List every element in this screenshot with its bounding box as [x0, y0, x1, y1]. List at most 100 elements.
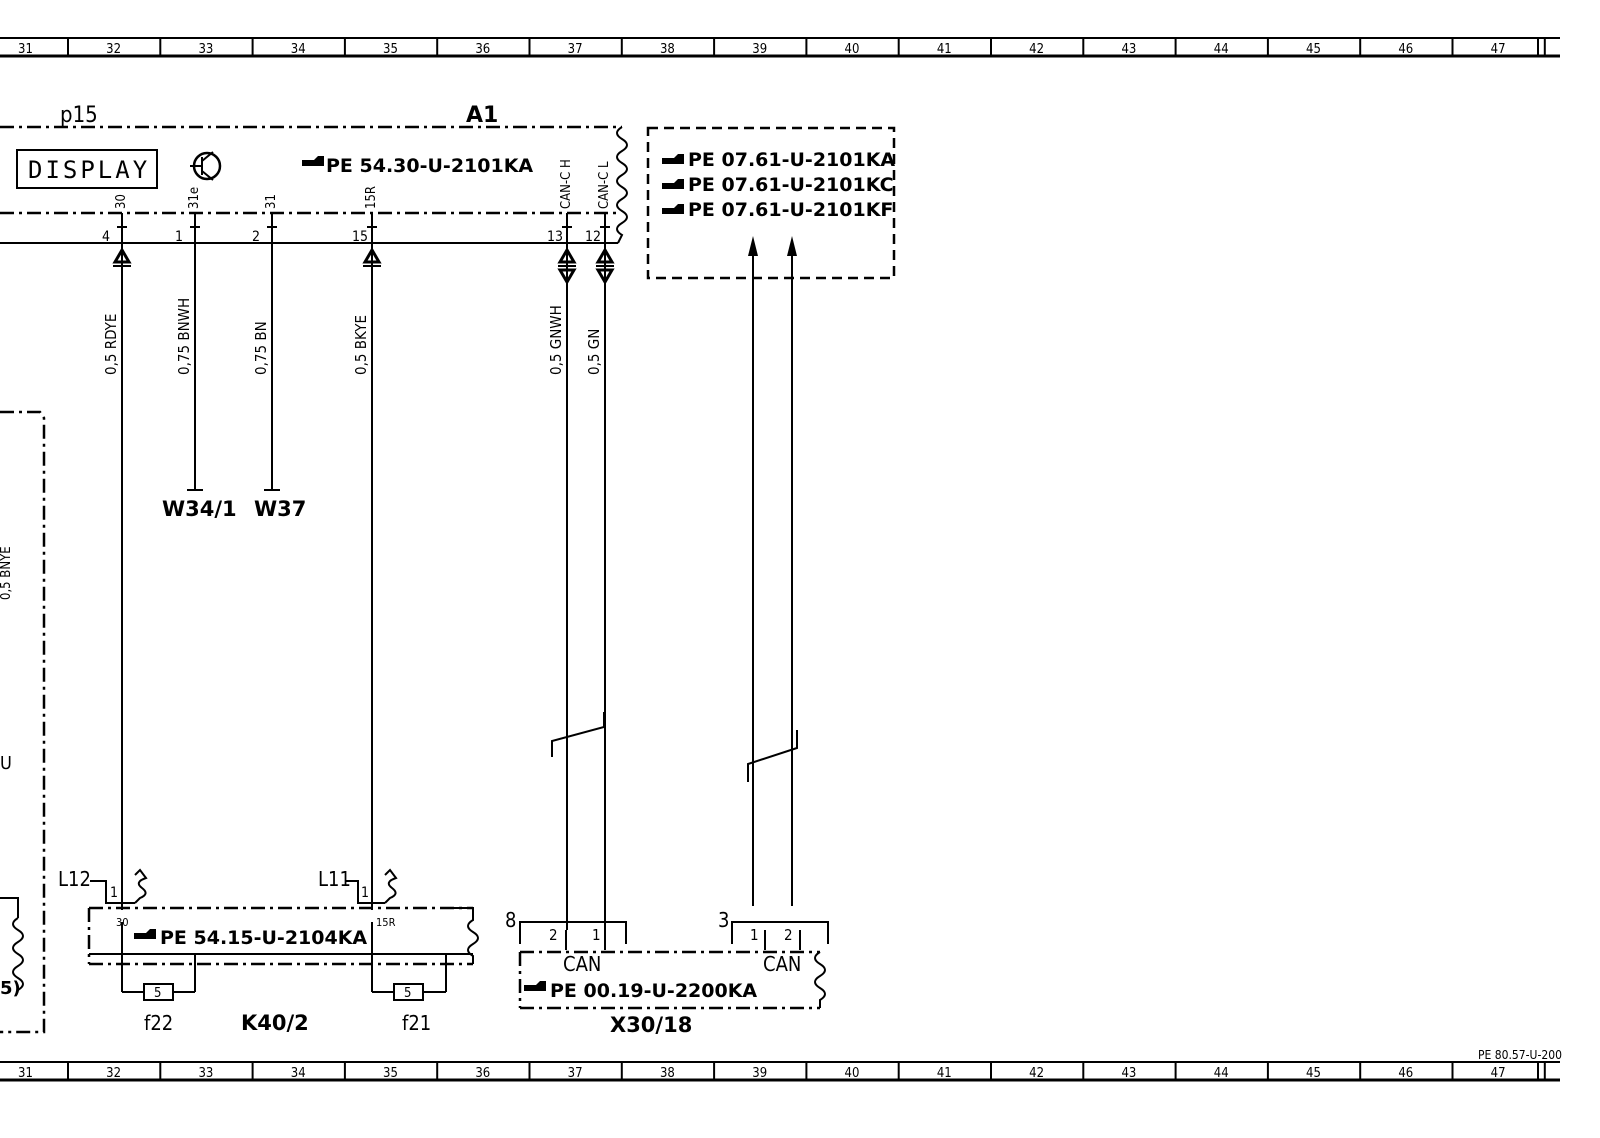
top-ruler-col-label: 35	[383, 42, 398, 57]
display-text: DISPLAY	[28, 156, 150, 184]
wire-label: 0,5 GN	[585, 329, 603, 375]
bottom-ruler-col-label: 42	[1029, 1066, 1044, 1081]
a1-pin-number: 12	[585, 229, 601, 245]
x30-right-group: 3	[718, 908, 729, 932]
wire-label: 0,5 BKYE	[352, 315, 370, 375]
left-wire-label: 0,5 BNYE	[0, 546, 14, 600]
top-ruler-col-label: 42	[1029, 42, 1044, 57]
x30-left-pin-a: 2	[549, 926, 558, 944]
fuse-f21	[393, 983, 424, 1001]
ground-label: W37	[254, 497, 306, 521]
k40-left-pin: 1	[110, 885, 118, 901]
top-ruler-col-label: 31	[18, 42, 33, 57]
reference-hand-icon	[662, 179, 684, 189]
can-reference: PE 07.61-U-2101KF	[688, 199, 893, 221]
twisted-pair-marker	[551, 712, 605, 757]
top-ruler-col-label: 34	[291, 42, 306, 57]
bottom-ruler-col-label: 36	[475, 1066, 490, 1081]
bottom-ruler-col-label: 37	[568, 1066, 583, 1081]
top-ruler-col-label: 38	[660, 42, 675, 57]
fuse-f22-label: f22	[144, 1011, 173, 1035]
arrow-up-icon	[748, 236, 758, 256]
a1-pin-terminal: 30	[114, 194, 129, 209]
a1-pin-terminal: 31	[264, 194, 279, 209]
a1-pin-number: 4	[102, 229, 110, 245]
twisted-pair-marker	[747, 730, 798, 782]
a1-pin-terminal: 31e	[187, 187, 202, 209]
bottom-ruler-col-label: 38	[660, 1066, 675, 1081]
x30-right-can: CAN	[763, 952, 801, 976]
a1-reference: PE 54.30-U-2101KA	[326, 155, 533, 177]
fuse-f21-label: f21	[402, 1011, 431, 1035]
reference-hand-icon	[134, 929, 156, 939]
top-ruler-col-label: 45	[1306, 42, 1321, 57]
a1-pin-number: 2	[252, 229, 260, 245]
bottom-ruler-col-label: 35	[383, 1066, 398, 1081]
can-reference: PE 07.61-U-2101KA	[688, 149, 895, 171]
top-ruler-col-label: 43	[1121, 42, 1136, 57]
fuse-f21-value: 5	[404, 986, 411, 1001]
arrow-up-icon	[787, 236, 797, 256]
k40-component: PE 54.15-U-2104KA K40/2 L12 1 30 5 f22 L…	[58, 867, 479, 1035]
a1-pin-4: 30 4 0,5 RDYE	[102, 194, 132, 910]
wire-label: 0,75 BNWH	[175, 298, 193, 375]
can-reference: PE 07.61-U-2101KC	[688, 174, 894, 196]
k40-left-conn: L12	[58, 867, 91, 891]
top-ruler-col-label: 32	[106, 42, 121, 57]
x30-left-can: CAN	[563, 952, 601, 976]
top-ruler-col-label: 37	[568, 42, 583, 57]
bottom-ruler-col-label: 39	[752, 1066, 767, 1081]
bottom-ruler-col-label: 46	[1398, 1066, 1413, 1081]
top-ruler-col-label: 44	[1214, 42, 1229, 57]
ground-label: W34/1	[162, 497, 237, 521]
x30-label: X30/18	[610, 1013, 692, 1037]
top-ruler-col-label: 47	[1491, 42, 1506, 57]
x30-reference: PE 00.19-U-2200KA	[550, 980, 757, 1002]
top-ruler-col-label: 46	[1398, 42, 1413, 57]
transistor-icon	[190, 151, 222, 181]
fuse-f22-value: 5	[154, 986, 161, 1001]
bottom-ruler-col-label: 33	[198, 1066, 213, 1081]
bottom-ruler-col-label: 40	[845, 1066, 860, 1081]
bottom-ruler-col-label: 34	[291, 1066, 306, 1081]
k40-left-terminal: 30	[116, 916, 129, 929]
wire-label: 0,5 GNWH	[547, 305, 565, 375]
top-ruler-col-label: 41	[937, 42, 952, 57]
wire-label: 0,5 RDYE	[102, 314, 120, 375]
x30-component: 8 2 1 CAN 3 1 2 CAN PE 00.19-U-2200KA X3…	[505, 908, 829, 1037]
left-label-fragment: U	[0, 753, 12, 774]
display-box	[16, 149, 158, 189]
k40-right-terminal: 15R	[376, 916, 396, 929]
reference-hand-icon	[524, 981, 546, 991]
k40-right-conn: L11	[318, 867, 351, 891]
k40-label: K40/2	[241, 1011, 309, 1035]
x30-right-pin-a: 1	[750, 926, 759, 944]
top-ruler-col-label: 36	[475, 42, 490, 57]
bottom-ruler-col-label: 47	[1491, 1066, 1506, 1081]
top-ruler-col-label: 33	[198, 42, 213, 57]
a1-pin-number: 15	[352, 229, 368, 245]
fuse-f22	[143, 983, 174, 1001]
can-reference-box: PE 07.61-U-2101KA PE 07.61-U-2101KC PE 07.…	[646, 126, 895, 906]
top-ruler-col-label: 39	[752, 42, 767, 57]
a1-sub-label: p15	[60, 103, 98, 128]
a1-component: p15 A1 DISPLAY PE 54.30-U-2101KA	[0, 103, 628, 244]
k40-right-pin: 1	[361, 885, 369, 901]
k40-reference: PE 54.15-U-2104KA	[160, 927, 367, 949]
a1-pin-number: 1	[175, 229, 183, 245]
top-ruler-col-label: 40	[845, 42, 860, 57]
reference-hand-icon	[662, 154, 684, 164]
left-edge-component: 0,5 BNYE U 5)	[0, 410, 46, 1034]
bottom-ruler-col-label: 31	[18, 1066, 33, 1081]
reference-hand-icon	[302, 156, 324, 166]
bottom-ruler-col-label: 44	[1214, 1066, 1229, 1081]
a1-pin-terminal: CAN-C H	[559, 159, 574, 209]
page-reference: PE 80.57-U-200	[1478, 1048, 1562, 1062]
top-ruler: 31 32 33 34 35 36 37 38 39 40 41 42 43 44 45 46 47	[0, 37, 1560, 58]
